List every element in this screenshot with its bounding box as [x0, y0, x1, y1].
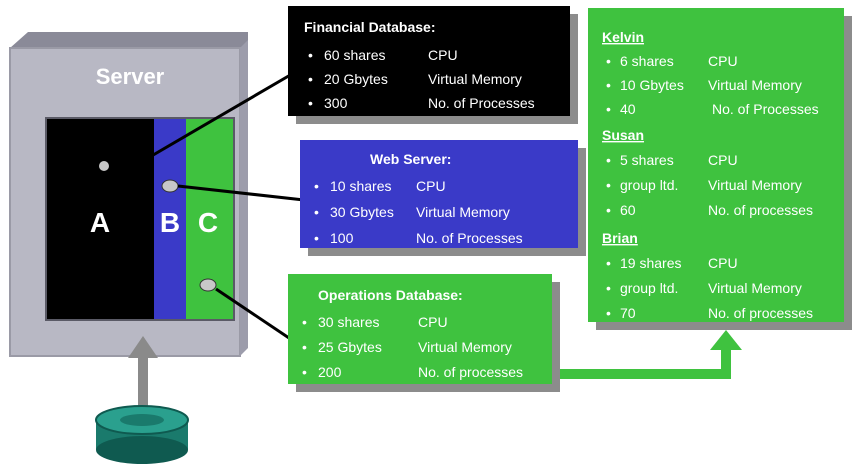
server-edge [240, 40, 248, 356]
operations-box-body [288, 274, 552, 384]
kelvin-row-3-label: No. of Processes [712, 101, 819, 117]
arrow-head [710, 330, 742, 350]
susan-row-2-label: Virtual Memory [708, 177, 802, 193]
operations-box-title: Operations Database: [318, 287, 463, 303]
operations-row-3-label: No. of processes [418, 364, 523, 380]
brian-row-2-value: group ltd. [620, 280, 678, 296]
susan-row-1-label: CPU [708, 152, 738, 168]
kelvin-bullet-2: • [606, 77, 611, 93]
financial-box-body [288, 6, 570, 116]
operations-bullet-3: • [302, 364, 307, 380]
partition-a-label: A [90, 207, 110, 238]
users-box-body [588, 8, 844, 322]
partition-b-dot [161, 179, 179, 193]
web-box-title: Web Server: [370, 151, 451, 167]
financial-bullet-3: • [308, 95, 313, 111]
financial-row-2-value: 20 Gbytes [324, 71, 388, 87]
brian-bullet-2: • [606, 280, 611, 296]
connector-operations [215, 287, 293, 342]
susan-bullet-2: • [606, 177, 611, 193]
operations-to-users-arrow [548, 330, 742, 379]
brian-row-1-label: CPU [708, 255, 738, 271]
financial-bullet-2: • [308, 71, 313, 87]
kelvin-bullet-1: • [606, 53, 611, 69]
susan-row-1-value: 5 shares [620, 152, 674, 168]
web-bullet-1: • [314, 178, 319, 194]
partition-a [46, 118, 154, 320]
susan-bullet-3: • [606, 202, 611, 218]
partitions: A B C [45, 117, 235, 321]
financial-row-3-label: No. of Processes [428, 95, 535, 111]
connector-web [177, 184, 305, 202]
operations-row-1-label: CPU [418, 314, 448, 330]
financial-box-title: Financial Database: [304, 19, 436, 35]
financial-row-3-value: 300 [324, 95, 348, 111]
web-bullet-3: • [314, 230, 319, 246]
disk-hub [120, 414, 164, 426]
brian-row-2-label: Virtual Memory [708, 280, 802, 296]
disk-bottom [96, 436, 188, 464]
kelvin-row-3-value: 40 [620, 101, 636, 117]
brian-row-3-label: No. of processes [708, 305, 813, 321]
web-row-3-value: 100 [330, 230, 354, 246]
financial-database-box: Financial Database: • 60 shares CPU • 20… [288, 6, 578, 124]
brian-row-1-value: 19 shares [620, 255, 681, 271]
financial-row-1-label: CPU [428, 47, 458, 63]
operations-database-box: Operations Database: • 30 shares CPU • 2… [288, 274, 560, 392]
financial-row-2-label: Virtual Memory [428, 71, 522, 87]
partition-frame [45, 117, 235, 321]
disk-icon [95, 405, 189, 464]
web-row-2-value: 30 Gbytes [330, 204, 394, 220]
brian-bullet-1: • [606, 255, 611, 271]
susan-row-2-value: group ltd. [620, 177, 678, 193]
connector-financial [147, 72, 293, 160]
kelvin-row-2-label: Virtual Memory [708, 77, 802, 93]
susan-row-3-value: 60 [620, 202, 636, 218]
financial-bullet-1: • [308, 47, 313, 63]
brian-row-3-value: 70 [620, 305, 636, 321]
web-box-body [300, 140, 578, 248]
server-title: Server [96, 64, 165, 89]
financial-row-1-value: 60 shares [324, 47, 385, 63]
partition-c-label: C [198, 207, 218, 238]
partition-c-dot [199, 278, 217, 292]
user-susan-name: Susan [602, 127, 644, 143]
web-row-1-value: 10 shares [330, 178, 391, 194]
link-shaft [138, 352, 148, 416]
users-box: Kelvin • 6 shares CPU • 10 Gbytes Virtua… [588, 8, 852, 330]
web-row-2-label: Virtual Memory [416, 204, 510, 220]
kelvin-row-1-value: 6 shares [620, 53, 674, 69]
partition-a-dot [99, 161, 109, 171]
kelvin-bullet-3: • [606, 101, 611, 117]
operations-row-1-value: 30 shares [318, 314, 379, 330]
arrow-shaft [548, 348, 731, 379]
brian-bullet-3: • [606, 305, 611, 321]
kelvin-row-2-value: 10 Gbytes [620, 77, 684, 93]
kelvin-row-1-label: CPU [708, 53, 738, 69]
web-row-1-label: CPU [416, 178, 446, 194]
user-kelvin-name: Kelvin [602, 29, 644, 45]
user-brian-name: Brian [602, 230, 638, 246]
operations-row-2-label: Virtual Memory [418, 339, 512, 355]
web-server-box: Web Server: • 10 shares CPU • 30 Gbytes … [300, 140, 586, 256]
link-arrow-up [128, 336, 158, 358]
web-bullet-2: • [314, 204, 319, 220]
operations-bullet-2: • [302, 339, 307, 355]
susan-bullet-1: • [606, 152, 611, 168]
partition-b-label: B [160, 207, 180, 238]
operations-row-3-value: 200 [318, 364, 342, 380]
web-row-3-label: No. of Processes [416, 230, 523, 246]
operations-row-2-value: 25 Gbytes [318, 339, 382, 355]
connectors [147, 72, 305, 342]
susan-row-3-label: No. of processes [708, 202, 813, 218]
operations-bullet-1: • [302, 314, 307, 330]
